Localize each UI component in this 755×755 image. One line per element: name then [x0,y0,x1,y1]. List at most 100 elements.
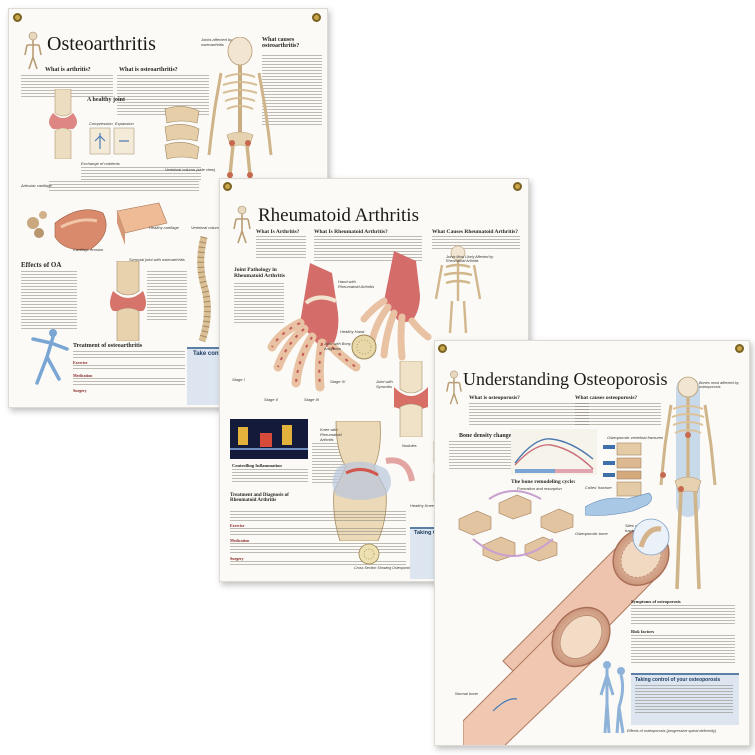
section-heading: What causes osteoarthritis? [262,37,300,49]
grommet [513,182,522,191]
figure-label: Formation and resorption [517,486,562,491]
grommet [438,344,447,353]
figure-label: Sites of hip fracture [625,523,645,533]
body-text [117,75,209,115]
body-text [49,181,199,193]
skeleton-figure-small [233,205,251,244]
section-heading: What Is Arthritis? [256,229,300,235]
section-heading: The bone remodeling cycle: [511,479,576,485]
box-heading: Taking C [414,530,437,536]
poster-title: Understanding Osteoporosis [463,369,668,389]
remodeling-cycle [458,490,574,562]
cartilage-diagram [89,127,135,155]
section-heading: Treatment and Diagnosis of Rheumatoid Ar… [230,493,289,503]
section-heading: Effects of OA [21,261,62,269]
rheumatoid-skeleton [434,245,482,334]
body-text [234,283,284,323]
grommet [13,13,22,22]
poster-title: Osteoarthritis [47,33,156,55]
skeleton-illustration [659,376,717,590]
section-heading: Bone density changes [459,433,514,439]
figure-label: Bones most affected by osteoporosis [699,381,739,389]
figure-label: Osteoporotic bone [575,531,608,536]
figure-label: Vertebral column (side view) [165,167,216,172]
section-heading: Symptoms of osteoporosis [631,599,681,604]
hand-illustration [267,263,361,392]
grommet [312,13,321,22]
section-heading: Exercise [73,360,88,365]
figure-label: Exchange of nutrients [81,161,120,166]
section-heading: Joint Pathology in Rheumatoid Arthritis [234,267,285,279]
hip-circle [632,518,670,556]
figure-label: Stage II [264,397,278,402]
body-text [73,365,185,371]
section-heading: Treatment of osteoarthritis [73,343,143,349]
section-heading: Surgery [230,556,244,561]
body-text [147,271,187,321]
body-text [21,271,77,331]
section-heading: What is osteoporosis? [469,395,520,401]
body-text [449,441,515,471]
figure-label: Healthy Knee [410,503,435,508]
body-text [21,75,113,97]
figure-label: Stage III [304,397,319,402]
figure-label: Healthy Hand [340,329,365,334]
body-text [256,236,306,258]
section-heading: What is arthritis? [45,67,91,73]
figure-label: Expansion [115,121,134,126]
body-text [432,236,520,250]
body-text [73,378,185,386]
synovial-joint-illustration [110,261,146,341]
figure-label: Normal bone [455,691,478,696]
section-heading: A healthy joint [87,97,126,103]
cartilage-blocks [27,202,168,251]
figure-label: Compression [89,121,113,126]
healthy-joint-illustration [49,89,77,159]
figure-label: Nodules [402,443,417,448]
section-heading: Exercise [230,523,245,528]
section-heading: Controlling Inflammation [232,463,282,468]
body-text [575,403,661,425]
section-heading: Medication [230,538,250,543]
grommet [735,344,744,353]
section-heading: What Is Rheumatoid Arthritis? [314,229,388,235]
body-text [232,469,308,483]
figure-label: Cross Section Showing Osteoporosis [354,566,414,570]
figure-label: Stage IV [330,379,346,384]
skeleton-figure-small [446,370,462,405]
body-text [230,543,406,553]
healthy-hand-illustration [360,251,432,361]
body-text [631,605,735,625]
figure-label: Hand with Rheumatoid Arthritis [338,279,375,289]
inflammation-diagram [230,419,308,459]
density-graph [511,429,597,475]
skeleton-figure-small [24,31,42,70]
body-text [262,55,322,125]
figure-label: Colles' fracture [585,485,612,490]
bone-crosssection-circle [358,543,380,565]
figure-label: Articular cartilage [21,183,52,188]
joint-crosssection-circle [351,334,377,360]
vertebrae-illustration [164,106,200,160]
section-heading: Medication [73,373,93,378]
figure-label: Vertebral column (side view) [191,225,242,230]
section-heading: Surgery [73,388,87,393]
runner-figure [31,329,69,385]
poster-title: Rheumatoid Arthritis [258,205,419,226]
posture-figures [599,661,625,734]
box-heading: Taking control of your osteoporosis [635,677,721,683]
section-heading: What is osteoarthritis? [119,67,178,73]
figure-label: Joints affected by osteoarthritis [201,37,233,47]
body-text [73,351,185,359]
body-text [631,635,735,665]
body-text [230,561,406,567]
wrist-illustration [585,492,652,516]
figure-label: Joint with Synovitis [376,379,393,389]
osteoporosis-poster: Understanding Osteoporosis What is osteo… [434,340,750,746]
figure-label: Healthy cartilage [149,225,179,230]
figure-label: Cartilage erosion [73,247,104,252]
figure-label: Joint with Bony Ankylosis [324,341,351,351]
body-text [469,403,589,425]
body-text [635,685,733,715]
section-heading: Risk factors [631,629,655,634]
